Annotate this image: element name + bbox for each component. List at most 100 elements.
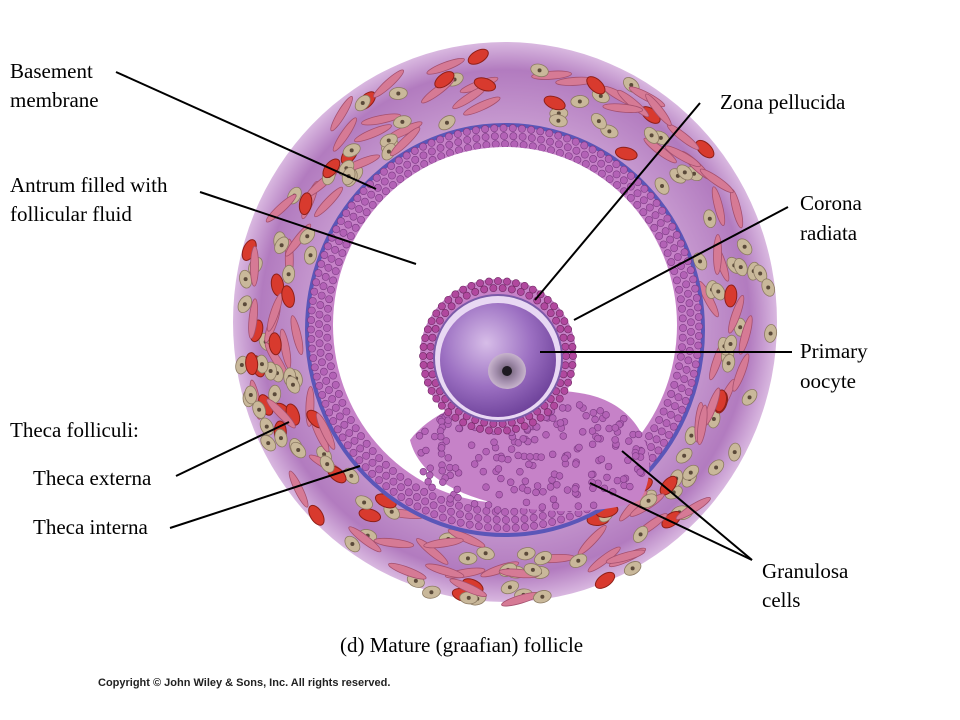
cumulus-cell bbox=[582, 412, 590, 420]
granulosa-cell bbox=[674, 414, 683, 423]
theca-cell-nucleus bbox=[630, 566, 635, 571]
granulosa-cell bbox=[317, 291, 326, 300]
corona-cell bbox=[498, 284, 507, 293]
cumulus-cell bbox=[424, 477, 432, 486]
granulosa-cell bbox=[420, 160, 429, 168]
granulosa-cell bbox=[538, 512, 547, 520]
corona-cell bbox=[485, 277, 493, 286]
granulosa-cell bbox=[680, 375, 689, 383]
granulosa-cell bbox=[456, 518, 465, 527]
theca-cell-nucleus bbox=[243, 277, 248, 282]
theca-cell-nucleus bbox=[688, 470, 693, 475]
corona-cell bbox=[444, 295, 453, 304]
corona-cell bbox=[427, 386, 436, 395]
theca-cell-nucleus bbox=[349, 148, 354, 153]
corona-cell bbox=[432, 394, 441, 403]
cumulus-cell bbox=[549, 414, 557, 422]
granulosa-cell bbox=[342, 209, 351, 218]
granulosa-cell bbox=[331, 267, 340, 276]
granulosa-cell bbox=[511, 515, 520, 524]
corona-cell bbox=[555, 394, 564, 403]
granulosa-cell bbox=[316, 301, 325, 309]
blood-cell bbox=[298, 192, 313, 216]
granulosa-cell bbox=[349, 448, 358, 457]
granulosa-cell bbox=[663, 398, 672, 407]
blood-cell bbox=[281, 285, 295, 308]
leader-antrum bbox=[199, 191, 417, 265]
blood-cell bbox=[473, 77, 497, 92]
granulosa-cell bbox=[667, 390, 676, 398]
cumulus-cell bbox=[421, 427, 429, 435]
granulosa-cell bbox=[465, 512, 473, 521]
theca-cell-nucleus bbox=[707, 216, 712, 221]
corona-cell bbox=[520, 281, 529, 290]
granulosa-cell bbox=[580, 141, 589, 150]
granulosa-cell bbox=[581, 160, 590, 168]
granulosa-cell bbox=[694, 341, 703, 350]
granulosa-cell bbox=[428, 156, 437, 164]
granulosa-cell bbox=[527, 125, 536, 134]
granulosa-cell bbox=[661, 227, 670, 236]
granulosa-cell bbox=[678, 405, 686, 414]
corona-cell bbox=[447, 302, 456, 311]
cumulus-cell bbox=[636, 468, 644, 476]
granulosa-cell bbox=[321, 399, 330, 408]
leader-basement-membrane bbox=[115, 71, 377, 190]
granulosa-cell bbox=[319, 367, 328, 376]
granulosa-cell bbox=[307, 335, 316, 343]
granulosa-cell bbox=[678, 333, 687, 342]
granulosa-cell bbox=[316, 348, 325, 357]
granulosa-cell bbox=[317, 260, 326, 268]
granulosa-cell bbox=[332, 225, 341, 234]
theca-cell-nucleus bbox=[682, 170, 687, 175]
corona-cell bbox=[569, 352, 577, 360]
theca-cell-nucleus bbox=[629, 82, 634, 87]
granulosa-cell bbox=[619, 176, 628, 185]
granulosa-cell bbox=[324, 263, 333, 272]
cumulus-cell bbox=[575, 443, 583, 452]
granulosa-cell bbox=[563, 134, 571, 143]
granulosa-cell bbox=[571, 137, 580, 146]
cumulus-cell bbox=[514, 451, 522, 460]
label-zona-pellucida: Zona pellucida bbox=[720, 90, 846, 114]
granulosa-cell bbox=[357, 215, 365, 224]
cumulus-cell bbox=[613, 476, 622, 485]
spindle-cell bbox=[290, 315, 304, 355]
theca-cell-nucleus bbox=[540, 556, 545, 561]
granulosa-cell bbox=[464, 504, 472, 512]
granulosa-cell bbox=[667, 258, 676, 266]
granulosa-cell bbox=[481, 133, 490, 141]
granulosa-cell bbox=[420, 488, 429, 496]
cumulus-cell bbox=[467, 441, 476, 449]
cumulus-cell bbox=[522, 498, 531, 507]
label-basement-membrane-1: Basement bbox=[10, 59, 93, 83]
cumulus-cell bbox=[493, 506, 502, 514]
granulosa-cell bbox=[404, 478, 412, 487]
cumulus-cell bbox=[479, 467, 488, 476]
granulosa-cell bbox=[687, 318, 695, 327]
follicle-illustration bbox=[233, 42, 778, 607]
theca-cell-nucleus bbox=[714, 465, 719, 470]
granulosa-cell bbox=[351, 223, 360, 232]
granulosa-cell bbox=[334, 390, 343, 398]
cumulus-cell bbox=[553, 481, 561, 489]
granulosa-cell bbox=[445, 140, 454, 149]
granulosa-cell bbox=[639, 196, 648, 205]
spindle-cell bbox=[354, 124, 392, 143]
granulosa-cell bbox=[331, 245, 339, 254]
label-theca-externa: Theca externa bbox=[33, 466, 152, 490]
cumulus-cell bbox=[542, 431, 550, 439]
granulosa-cell bbox=[361, 463, 370, 472]
blood-cell bbox=[724, 284, 738, 308]
corona-cell bbox=[437, 302, 446, 311]
granulosa-cell bbox=[413, 502, 422, 511]
granulosa-cell bbox=[691, 360, 700, 369]
label-basement-membrane-2: membrane bbox=[10, 88, 99, 112]
corona-cell bbox=[550, 401, 559, 410]
blood-cell bbox=[245, 352, 259, 376]
granulosa-cell bbox=[411, 155, 420, 164]
spindle-cell bbox=[463, 96, 501, 116]
granulosa-cell bbox=[667, 410, 675, 419]
granulosa-cell bbox=[673, 253, 682, 261]
granulosa-cell bbox=[428, 147, 436, 156]
